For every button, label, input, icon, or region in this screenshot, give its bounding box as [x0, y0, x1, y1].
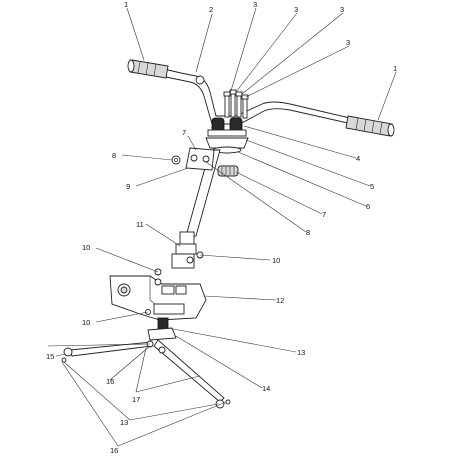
callout-17: 17 [132, 395, 140, 404]
callout-6: 6 [366, 202, 370, 211]
handlebar [135, 63, 353, 125]
callout-8-left: 8 [112, 151, 116, 160]
universal-joint [171, 231, 197, 269]
tie-rod-right [153, 339, 231, 409]
callout-3-bolt-b: 3 [294, 5, 298, 14]
callout-1-right-grip: 1 [393, 64, 397, 73]
callout-15: 15 [46, 352, 54, 361]
handlebar-clamp-upper [207, 117, 247, 137]
callout-10-upper-left: 10 [82, 243, 90, 252]
callout-13-bottom: 13 [120, 418, 128, 427]
callout-12: 12 [276, 296, 284, 305]
bushing-8 [217, 165, 239, 177]
steering-gearbox [109, 275, 207, 321]
callout-3-bolt-c: 3 [340, 5, 344, 14]
pitman-arm [147, 317, 177, 341]
callout-10-right: 10 [272, 256, 280, 265]
callout-11: 11 [136, 220, 144, 229]
callout-3-bolt-a: 3 [253, 0, 257, 9]
callout-14: 14 [262, 384, 270, 393]
callout-10-lower-left: 10 [82, 318, 90, 327]
callout-7-right: 7 [322, 210, 326, 219]
bracket-bolt [171, 155, 181, 165]
callout-3-bolt-d: 3 [346, 38, 350, 47]
callout-13-right: 13 [297, 348, 305, 357]
left-grip [127, 59, 169, 79]
callout-5: 5 [370, 182, 374, 191]
callout-4: 4 [356, 154, 360, 163]
clamp-bolts [223, 89, 249, 119]
callout-1-left-grip: 1 [124, 0, 128, 9]
callout-16-bottom: 16 [110, 446, 118, 455]
callout-labels: 1 1 2 3 3 3 3 4 5 6 7 7 8 8 9 10 10 10 1… [46, 0, 397, 455]
callout-8-right: 8 [306, 228, 310, 237]
mirror-boss-left [195, 75, 205, 85]
callout-16-middle: 16 [106, 377, 114, 386]
steering-column [185, 149, 221, 237]
leader-lines [47, 7, 397, 447]
callout-2-handlebar: 2 [209, 5, 213, 14]
column-support-bracket [185, 147, 215, 171]
right-grip [345, 115, 395, 137]
callout-7-top: 7 [182, 128, 186, 137]
callout-9: 9 [126, 182, 130, 191]
